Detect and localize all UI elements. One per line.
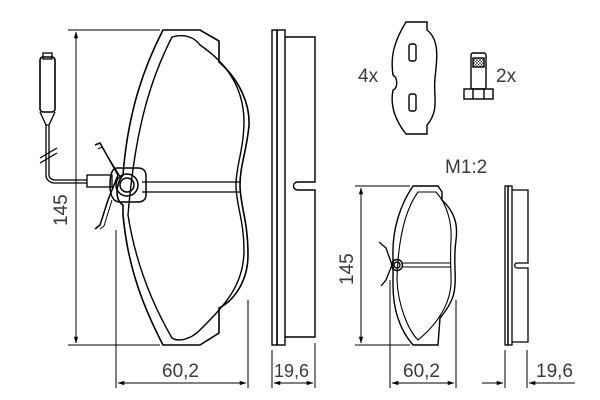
scale-label: M1:2 — [445, 157, 488, 178]
large-pad-thickness-dimension: 19,6 — [274, 361, 310, 381]
large-pad-side-view — [271, 29, 316, 346]
small-pad-side-view — [504, 185, 529, 346]
large-pad-height-dimension: 145 — [51, 194, 72, 226]
small-pad-height-dimension: 145 — [337, 253, 358, 285]
large-pad-width-dimension: 60,2 — [162, 361, 199, 382]
small-pad-front-view — [378, 185, 458, 346]
guide-bolt — [463, 52, 494, 100]
small-pad-dimensions — [355, 185, 575, 388]
small-pad-width-dimension: 60,2 — [403, 361, 440, 382]
small-pad-thickness-dimension: 19,6 — [536, 361, 573, 382]
large-pad-front-view — [39, 29, 250, 346]
shim-quantity-label: 4x — [358, 66, 379, 87]
large-pad-dimensions — [68, 29, 316, 388]
bolt-quantity-label: 2x — [496, 66, 517, 87]
shim-plate — [391, 21, 438, 135]
